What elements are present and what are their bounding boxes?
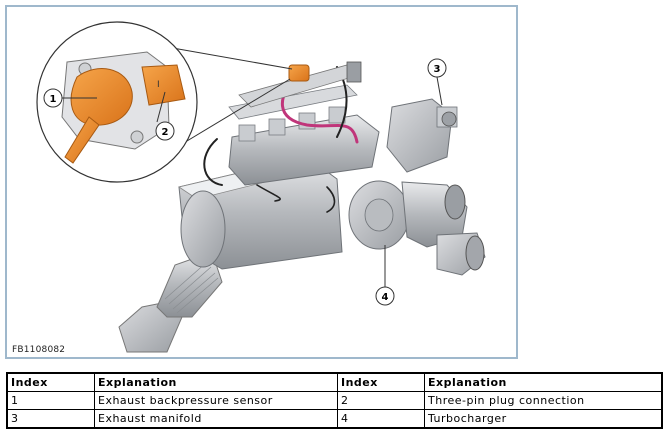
zoom-detail: I bbox=[36, 21, 198, 183]
explanation-cell: Exhaust manifold bbox=[94, 409, 338, 429]
header-explanation: Explanation bbox=[424, 372, 663, 392]
explanation-cell: Three-pin plug connection bbox=[424, 391, 663, 410]
turbocharger bbox=[348, 180, 486, 276]
index-cell: 4 bbox=[337, 409, 425, 429]
index-cell: 1 bbox=[6, 391, 95, 410]
callout-2: 2 bbox=[155, 91, 175, 141]
header-index: Index bbox=[6, 372, 95, 392]
callout-4: 4 bbox=[375, 245, 395, 306]
engine-illustration: I 1 2 3 4 FB1108082 bbox=[5, 5, 518, 359]
legend-table: Index Explanation Index Explanation 1 Ex… bbox=[6, 372, 663, 429]
zoom-leader-line bbox=[176, 78, 291, 148]
table-row: 1 Exhaust backpressure sensor 2 Three-pi… bbox=[6, 391, 663, 410]
wastegate-actuator bbox=[386, 98, 458, 173]
sensor-bracket bbox=[238, 61, 362, 108]
callout-1: 1 bbox=[43, 88, 97, 108]
figure-id: FB1108082 bbox=[12, 345, 66, 355]
table-header-row: Index Explanation Index Explanation bbox=[6, 372, 663, 392]
exhaust-outlet-pipe bbox=[118, 251, 223, 353]
index-cell: 2 bbox=[337, 391, 425, 410]
callout-label: 3 bbox=[434, 64, 441, 75]
table-row: 3 Exhaust manifold 4 Turbocharger bbox=[6, 409, 663, 429]
callout-3: 3 bbox=[427, 58, 447, 106]
svg-text:I: I bbox=[157, 80, 160, 90]
zoom-leader-line bbox=[166, 46, 293, 70]
exhaust-manifold bbox=[228, 84, 380, 186]
callout-label: 1 bbox=[50, 94, 57, 105]
explanation-cell: Exhaust backpressure sensor bbox=[94, 391, 338, 410]
header-index: Index bbox=[337, 372, 425, 392]
explanation-cell: Turbocharger bbox=[424, 409, 663, 429]
callout-label: 4 bbox=[382, 292, 389, 303]
callout-label: 2 bbox=[162, 127, 169, 138]
header-explanation: Explanation bbox=[94, 372, 338, 392]
index-cell: 3 bbox=[6, 409, 95, 429]
